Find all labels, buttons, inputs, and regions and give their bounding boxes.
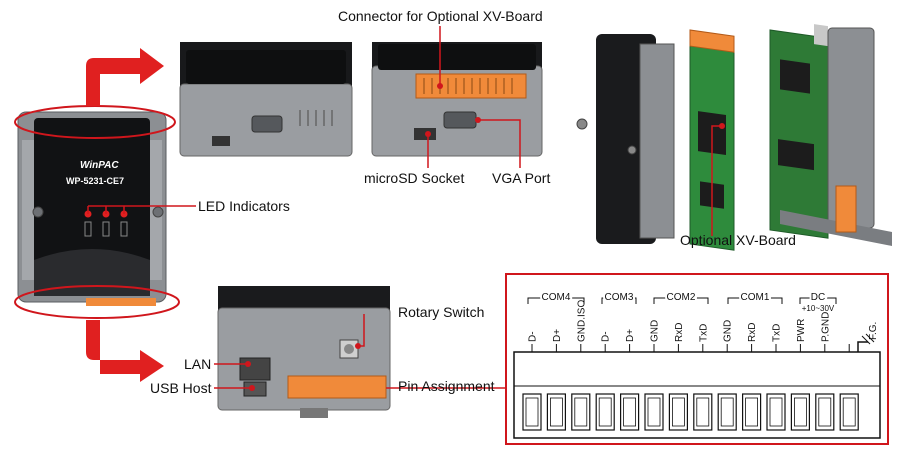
exploded-view bbox=[576, 24, 892, 251]
pin-label: GND bbox=[723, 320, 734, 342]
bottom-highlight-ellipse bbox=[14, 285, 180, 319]
pin-slot bbox=[619, 393, 640, 431]
xv-connector bbox=[415, 73, 527, 99]
pin-label: GND bbox=[650, 320, 661, 342]
device-top-view bbox=[179, 42, 353, 157]
pin-label: GND.ISO bbox=[576, 300, 587, 342]
label-rotary-switch: Rotary Switch bbox=[398, 304, 485, 320]
pin-label: PWR bbox=[796, 319, 807, 342]
pin-slot bbox=[815, 393, 835, 431]
arrow-to-top-view bbox=[86, 48, 164, 106]
vga-port bbox=[443, 111, 477, 129]
pin-slot-inner bbox=[794, 397, 807, 427]
pin-label: D- bbox=[601, 331, 612, 342]
pin-slot-inner bbox=[574, 397, 588, 427]
fg-label: F.G. bbox=[868, 322, 879, 340]
label-lan: LAN bbox=[184, 356, 212, 372]
pin-label: D+ bbox=[552, 329, 563, 342]
dc-voltage-range: +10~30V bbox=[802, 304, 835, 313]
label-optional-xv-board: Optional XV-Board bbox=[680, 232, 796, 248]
group-label-com1: COM1 bbox=[741, 292, 770, 303]
label-pin-assignment: Pin Assignment bbox=[398, 378, 495, 394]
pin-label: RxD bbox=[674, 323, 685, 342]
pin-slot bbox=[668, 393, 689, 431]
label-vga-port: VGA Port bbox=[492, 170, 551, 186]
lan-port bbox=[239, 357, 271, 381]
pin-slot bbox=[522, 393, 542, 431]
terminal-block bbox=[287, 375, 387, 399]
pin-slot bbox=[546, 393, 567, 431]
pin-slot-inner bbox=[842, 397, 856, 427]
pin-slot-inner bbox=[818, 397, 832, 427]
device-top-view-xv bbox=[371, 42, 543, 157]
pin-slot-inner bbox=[696, 397, 710, 427]
pin-slot-inner bbox=[525, 397, 539, 427]
device-front-view bbox=[17, 111, 167, 306]
pin-slot bbox=[839, 393, 859, 431]
device-model-label: WP-5231-CE7 bbox=[66, 176, 125, 186]
arrow-to-bottom-view bbox=[86, 320, 164, 382]
label-connector-xv: Connector for Optional XV-Board bbox=[338, 8, 543, 24]
label-microsd-socket: microSD Socket bbox=[364, 170, 465, 186]
usb-port bbox=[243, 381, 267, 397]
pin-label: TxD bbox=[698, 324, 709, 342]
pin-slot-inner bbox=[647, 397, 661, 427]
label-usb-host: USB Host bbox=[150, 380, 212, 396]
pin-slot-inner bbox=[745, 397, 758, 427]
pin-slot bbox=[571, 393, 591, 431]
pin-slot-inner bbox=[769, 397, 783, 427]
pin-slot bbox=[644, 393, 664, 431]
pin-label: P.GND bbox=[820, 312, 831, 342]
group-label-com4: COM4 bbox=[542, 292, 571, 303]
label-led-indicators: LED Indicators bbox=[198, 198, 290, 214]
device-brand-logo: WinPAC bbox=[80, 160, 119, 171]
device-bottom-view bbox=[217, 286, 391, 418]
group-label-com2: COM2 bbox=[667, 292, 696, 303]
pin-label: TxD bbox=[772, 324, 783, 342]
pin-label: D+ bbox=[625, 329, 636, 342]
pin-label: RxD bbox=[747, 323, 758, 342]
pin-slot bbox=[741, 393, 762, 431]
pin-slot bbox=[693, 393, 713, 431]
pin-slot-inner bbox=[623, 397, 636, 427]
group-label-dc: DC bbox=[811, 292, 825, 303]
pin-slot bbox=[790, 393, 811, 431]
pin-slot bbox=[595, 393, 615, 431]
pin-slot-inner bbox=[550, 397, 563, 427]
pin-slot-inner bbox=[598, 397, 612, 427]
pin-slot-inner bbox=[720, 397, 734, 427]
pin-slot-inner bbox=[672, 397, 685, 427]
pin-slot bbox=[766, 393, 786, 431]
pin-label: D- bbox=[528, 331, 539, 342]
pin-slot bbox=[717, 393, 737, 431]
group-label-com3: COM3 bbox=[605, 292, 634, 303]
